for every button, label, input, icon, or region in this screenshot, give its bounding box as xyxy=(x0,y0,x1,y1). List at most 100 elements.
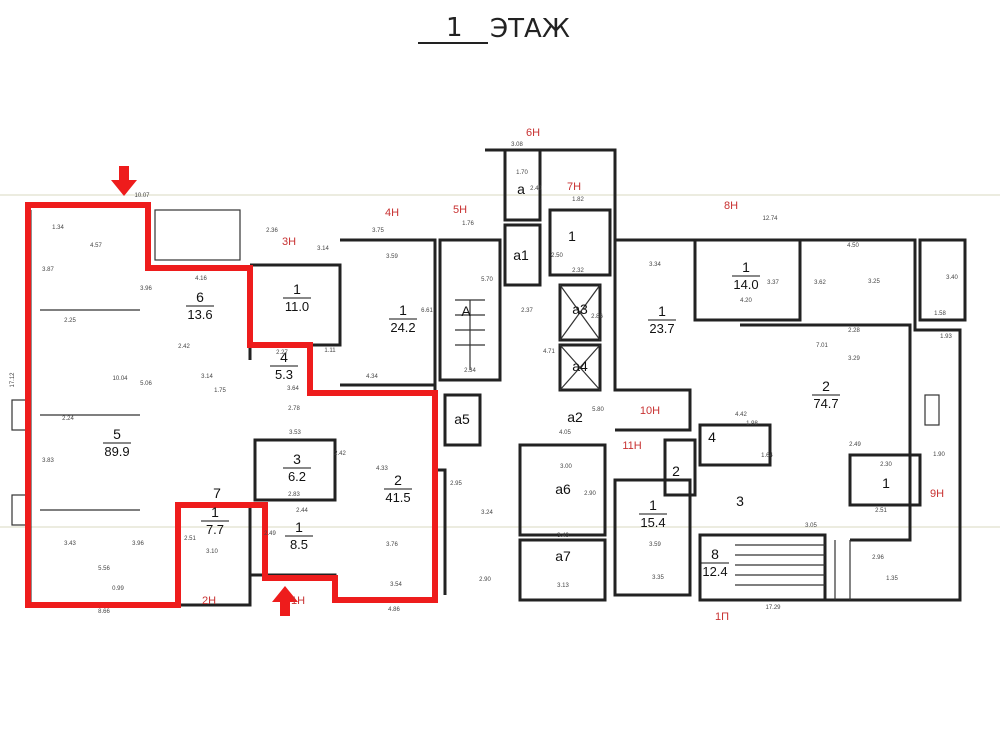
highlighted-area-outline xyxy=(25,202,438,608)
dimension-label: 1.35 xyxy=(886,576,898,582)
room3-wall xyxy=(253,438,337,502)
room-a7 xyxy=(518,538,607,602)
dimension-label: 7.01 xyxy=(816,343,828,349)
dimension-label: 1.11 xyxy=(324,348,336,354)
room-area: 15.4 xyxy=(640,515,665,530)
dimension-label: 2.34 xyxy=(464,368,476,374)
room-r1-1h: 18.5 xyxy=(285,519,313,552)
room-ra2: а2 xyxy=(567,409,583,425)
dimension-label: 3.53 xyxy=(289,430,301,436)
room-number: 1 xyxy=(399,302,407,318)
dimension-label: 2.36 xyxy=(266,228,278,234)
room-r1-11h: 115.4 xyxy=(639,497,667,530)
room-r1-3h: 111.0 xyxy=(283,281,311,314)
west-window-top xyxy=(11,399,27,431)
room7h-box xyxy=(548,208,612,277)
room-number: 8 xyxy=(711,546,719,562)
dimension-label: 2.25 xyxy=(64,318,76,324)
room-4-right xyxy=(698,423,772,467)
dimension-label: 1.82 xyxy=(572,197,584,203)
room8h-west xyxy=(613,240,692,432)
room-ra6: а6 xyxy=(555,481,571,497)
dimension-label: 5.06 xyxy=(140,381,152,387)
east-window xyxy=(924,394,940,426)
dimension-label: 1.75 xyxy=(214,388,226,394)
dimension-label: 5.56 xyxy=(98,566,110,572)
room-number: 6 xyxy=(196,289,204,305)
room-ra1: а1 xyxy=(513,247,529,263)
room-r3: 36.2 xyxy=(283,451,311,484)
building-walls xyxy=(11,148,967,607)
dimension-label: 4.57 xyxy=(90,243,102,249)
dimension-label: 4.86 xyxy=(388,607,400,613)
dimension-label: 2.51 xyxy=(875,508,887,514)
room-area: 6.2 xyxy=(288,469,306,484)
entrance-label-6: 6Н xyxy=(526,127,540,139)
dimension-label: 1.98 xyxy=(746,421,758,427)
room-ra: а xyxy=(517,181,525,197)
dimension-label: 12.74 xyxy=(762,216,778,222)
entrance-label-4: 4Н xyxy=(385,207,399,219)
dimension-label: 1.90 xyxy=(933,452,945,458)
dimension-label: 0.99 xyxy=(112,586,124,592)
room-number: А xyxy=(461,303,471,319)
dimension-label: 2.96 xyxy=(872,555,884,561)
entrance-label-1: 1Н xyxy=(291,595,305,607)
dimension-label: 4.20 xyxy=(740,298,752,304)
dimension-label: 3.08 xyxy=(511,142,523,148)
dimension-label: 6.61 xyxy=(421,308,433,314)
room-ra5: а5 xyxy=(454,411,470,427)
dimension-label: 2.42 xyxy=(178,344,190,350)
room-number: 1 xyxy=(742,259,750,275)
entrance-label-7: 7Н xyxy=(567,181,581,193)
dimension-label: 3.87 xyxy=(42,267,54,273)
room-r1-2h: 17.7 xyxy=(201,504,229,537)
dimension-label: 1.58 xyxy=(934,311,946,317)
room-number: 1 xyxy=(211,504,219,520)
dimension-label: 2.95 xyxy=(450,481,462,487)
dimension-label: 17.29 xyxy=(765,605,781,611)
dimension-label: 3.37 xyxy=(767,280,779,286)
room-r7: 7 xyxy=(213,485,221,501)
room-r4-right: 4 xyxy=(708,429,716,445)
room-r3-right: 3 xyxy=(736,493,744,509)
dimension-label: 3.14 xyxy=(317,246,329,252)
dimension-label: 3.24 xyxy=(481,510,493,516)
room-r1-8h: 123.7 xyxy=(648,303,676,336)
room-area: 11.0 xyxy=(285,299,309,314)
dimension-label: 4.42 xyxy=(735,412,747,418)
room-r2-left: 241.5 xyxy=(384,472,412,505)
dimension-label: 1.93 xyxy=(940,334,952,340)
floor-word: ЭТАЖ xyxy=(490,14,570,44)
room-number: 2 xyxy=(394,472,402,488)
elevator-a4-cross xyxy=(559,344,601,391)
room-2-small xyxy=(663,438,697,497)
dimension-label: 2.51 xyxy=(184,536,196,542)
dimension-label: 3.43 xyxy=(64,541,76,547)
room-number: а xyxy=(517,181,525,197)
stair-8-box xyxy=(698,533,827,602)
dimension-label: 3.29 xyxy=(848,356,860,362)
dimension-label: 2.83 xyxy=(288,492,300,498)
room-number: 2 xyxy=(822,378,830,394)
dimension-label: 3.64 xyxy=(287,386,299,392)
dimension-label: 1.70 xyxy=(516,170,528,176)
dimension-label: 3.59 xyxy=(649,542,661,548)
room-r1-9h: 1 xyxy=(882,475,890,491)
dimension-label: 2.50 xyxy=(551,253,563,259)
room-r4: 45.3 xyxy=(270,349,298,382)
entrance-label-2: 2Н xyxy=(202,595,216,607)
entrance-label-9: 9Н xyxy=(930,488,944,500)
dimension-label: 3.25 xyxy=(868,279,880,285)
dimension-label: 3.34 xyxy=(649,262,661,268)
dimension-label: 8.66 xyxy=(98,609,110,615)
room-area: 13.6 xyxy=(187,307,212,322)
room-r1-4h: 124.2 xyxy=(389,302,417,335)
room-number: а1 xyxy=(513,247,529,263)
dimension-label: 3.49 xyxy=(557,533,569,539)
dimension-label: 2.78 xyxy=(288,406,300,412)
dimension-label: 4.16 xyxy=(195,276,207,282)
entrance-label-11: 11Н xyxy=(622,440,641,452)
